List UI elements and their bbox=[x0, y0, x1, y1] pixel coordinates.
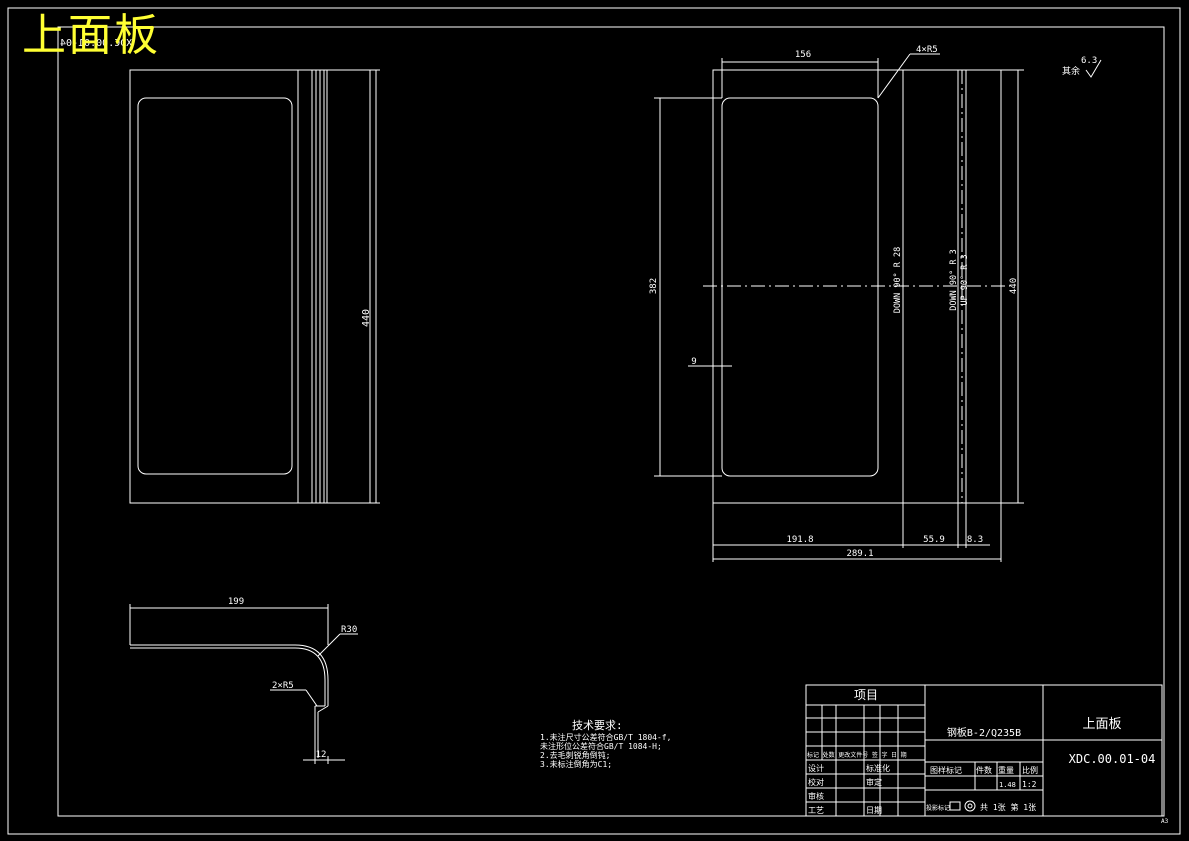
front-view: 440 bbox=[129, 69, 380, 504]
title-block-header: 项目 bbox=[854, 688, 878, 702]
roughness-value: 6.3 bbox=[1081, 56, 1097, 66]
chamfer-note: 2×R5 bbox=[272, 681, 294, 691]
tech-req-item: 未注形位公差符合GB/T 1084-H; bbox=[540, 741, 662, 751]
dim-8-3: 8.3 bbox=[967, 535, 983, 545]
material-label: 钢板B-2/Q235B bbox=[947, 726, 1021, 739]
drawing-number: XDC.00.01-04 bbox=[1069, 752, 1156, 766]
left-offset-dim: 9 bbox=[691, 357, 696, 367]
blank-view: 156 4×R5 382 9 DOWN 90° R 28 DOWN 90° R … bbox=[649, 45, 1024, 562]
process-role: 工艺 bbox=[808, 806, 824, 815]
technical-requirements: 技术要求: 1.未注尺寸公差符合GB/T 1804-f, 未注形位公差符合GB/… bbox=[540, 719, 671, 769]
corner-note: 4×R5 bbox=[916, 45, 938, 55]
scale-value: 1:2 bbox=[1022, 780, 1037, 789]
blank-height-total: 440 bbox=[1009, 278, 1019, 294]
revision-row: 标记 处数 更改文件号 签 字 日 期 bbox=[807, 751, 907, 759]
approval-label: 审定 bbox=[866, 777, 882, 787]
projection-symbol-icon bbox=[949, 800, 976, 812]
tech-req-title: 技术要求: bbox=[572, 719, 623, 732]
section-width-dim: 199 bbox=[228, 597, 244, 607]
bend-label-1: DOWN 90° R 28 bbox=[893, 247, 903, 314]
checker-role: 校对 bbox=[808, 777, 824, 787]
overall-width-dim: 289.1 bbox=[846, 549, 873, 559]
dim-55-9: 55.9 bbox=[923, 535, 945, 545]
tech-req-item: 1.未注尺寸公差符合GB/T 1804-f, bbox=[540, 732, 671, 742]
reviewer-role: 审核 bbox=[808, 791, 824, 801]
col-header-marking: 图样标记 bbox=[930, 765, 962, 775]
drawing-title: 上面板 bbox=[22, 10, 160, 61]
roughness-label: 其余 bbox=[1062, 65, 1080, 77]
weight-value: 1.48 bbox=[999, 781, 1016, 789]
bend-label-2: DOWN 90° R 3 bbox=[949, 249, 959, 310]
blank-width-top: 156 bbox=[795, 50, 811, 60]
sheet-code: A3 bbox=[1161, 818, 1169, 825]
roughness-symbol: 6.3 其余 bbox=[1062, 56, 1102, 78]
blank-height-inner: 382 bbox=[649, 278, 659, 294]
date-label: 日期 bbox=[866, 806, 882, 815]
tech-req-item: 3.未标注倒角为C1; bbox=[540, 759, 612, 769]
part-name: 上面板 bbox=[1082, 717, 1121, 732]
bend-label-3: UP 90° R 3 bbox=[960, 254, 970, 305]
standardization-label: 标准化 bbox=[866, 763, 890, 773]
projection-label: 投影标记 bbox=[926, 804, 950, 812]
front-height-dim: 440 bbox=[361, 309, 372, 327]
sheet-inner-border bbox=[57, 26, 1165, 817]
section-view: 199 R30 2×R5 12 bbox=[129, 597, 358, 764]
col-header-scale: 比例 bbox=[1022, 765, 1038, 775]
tech-req-item: 2.去毛刺锐角倒钝; bbox=[540, 750, 610, 760]
designer-role: 设计 bbox=[808, 763, 824, 773]
col-header-quantity: 件数 bbox=[976, 765, 992, 775]
col-header-weight: 重量 bbox=[998, 765, 1014, 775]
section-radius: R30 bbox=[341, 625, 357, 635]
flange-dim: 12 bbox=[316, 750, 327, 760]
dim-191-8: 191.8 bbox=[786, 535, 813, 545]
title-block: 项目 钢板B-2/Q235B 上面板 XDC.00.01-04 标记 处数 更改… bbox=[805, 684, 1163, 817]
sheet-outer-border bbox=[7, 7, 1181, 835]
sheet-info: 共 1张 第 1张 bbox=[980, 802, 1036, 812]
